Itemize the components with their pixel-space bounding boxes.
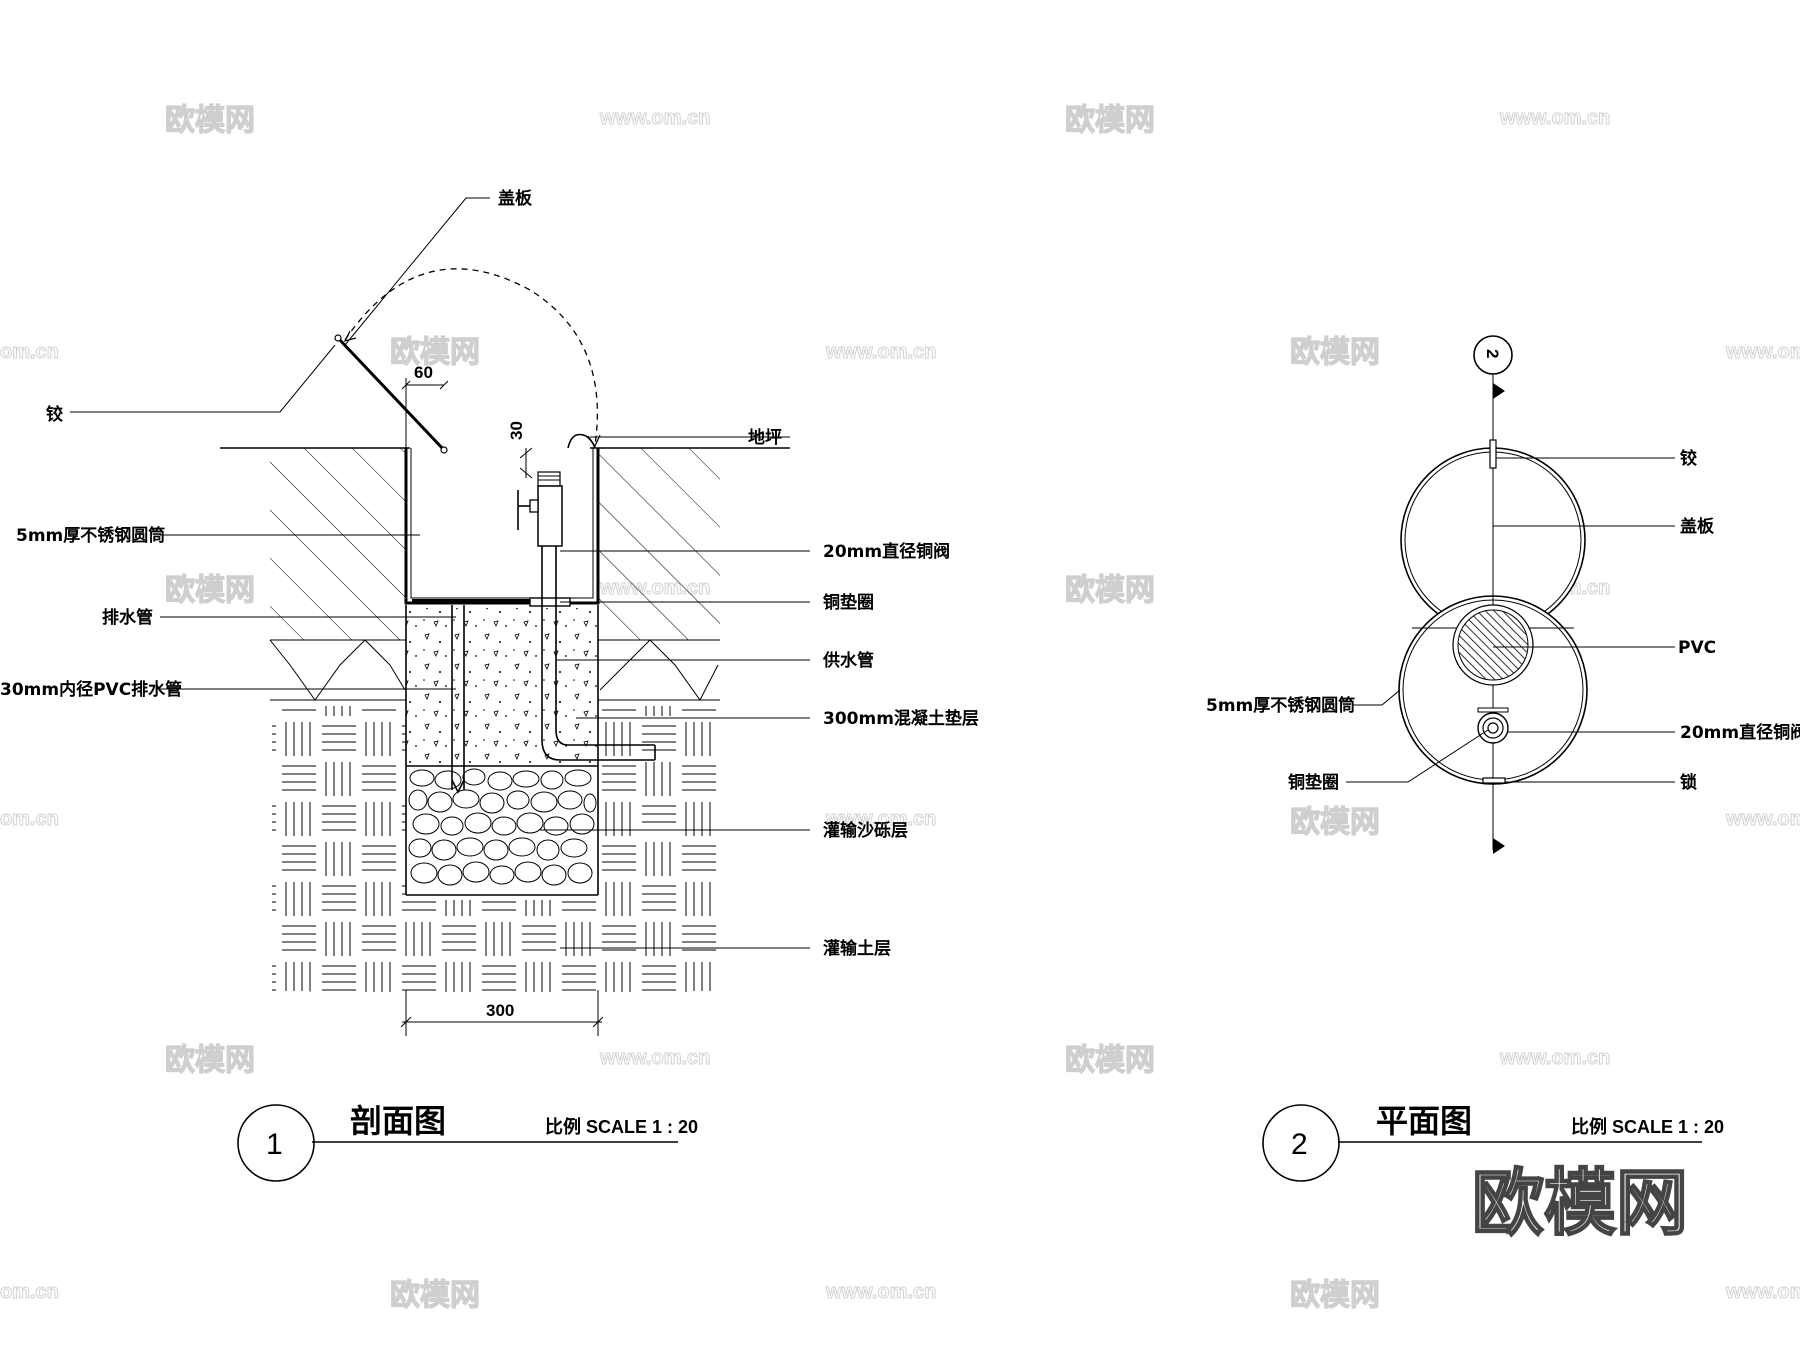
gravel-layer [408,768,597,886]
watermark-url: om.cn [0,1281,59,1303]
label-drain: 排水管 [102,607,153,628]
watermark-url: www.om.cn [825,1281,936,1303]
watermark-url: www.om.cn [599,1047,710,1069]
plan-label-lock: 锁 [1680,772,1697,793]
watermark-brand: 欧模网 [1290,1278,1380,1313]
label-concrete: 300mm混凝土垫层 [823,708,979,729]
watermark-url: om.cn [0,808,59,830]
plan-scale: 比例 SCALE 1 : 20 [1571,1116,1724,1137]
watermark-url: www.om.cn [599,107,710,129]
valve-plan [1477,712,1509,744]
section-marker-number: 2 [1483,349,1502,358]
watermark-url: www.om.cn [1725,1281,1800,1303]
plan-title: 平面图 [1376,1102,1472,1140]
plan-drawing: 2 铰 盖板 PVC 5 [1206,335,1800,854]
plan-label-hinge: 铰 [1680,448,1697,469]
steel-tube [404,448,600,605]
section-scale: 比例 SCALE 1 : 20 [545,1116,698,1137]
title-number-circle [237,1104,315,1182]
section-drawing: 60 30 300 盖板 铰 地坪 5mm厚不锈钢圆筒 20mm直径铜阀 排水 [0,188,979,1036]
dim-300: 300 [486,1001,514,1020]
watermark-brand: 欧模网 [1290,805,1380,840]
watermark-url: www.om.cn [1725,341,1800,363]
plan-label-valve: 20mm直径铜阀 [1680,722,1800,743]
watermark-brand: 欧模网 [1290,335,1380,370]
watermark-brand: 欧模网 [1065,1043,1155,1078]
dim-30: 30 [507,421,526,440]
watermark-url: www.om.cn [825,808,936,830]
dim-60: 60 [414,363,433,382]
label-soil: 灌输土层 [823,938,891,959]
label-cover: 盖板 [498,188,533,209]
watermark-brand: 欧模网 [165,1043,255,1078]
copper-valve [517,471,563,547]
label-steel-tube: 5mm厚不锈钢圆筒 [16,525,165,546]
leader [70,344,336,413]
ground-hatch-left [270,448,406,640]
base-plate [412,599,532,604]
watermark-url: www.om.cn [1499,107,1610,129]
label-valve: 20mm直径铜阀 [823,541,950,562]
brand-logo: 欧模网 [1472,1161,1688,1245]
watermark-brand: 欧模网 [1065,103,1155,138]
watermark-brand: 欧模网 [165,103,255,138]
watermark-brand: 欧模网 [390,335,480,370]
title-number: 1 [266,1128,283,1161]
label-supply: 供水管 [822,650,874,671]
plan-label-steel-tube: 5mm厚不锈钢圆筒 [1206,695,1355,716]
supply-pipe [541,739,655,761]
section-title: 剖面图 [350,1102,446,1140]
label-washer: 铜垫圈 [823,592,874,613]
plan-label-washer: 铜垫圈 [1288,772,1339,793]
label-ground: 地坪 [748,427,782,448]
section-title-block: 1 剖面图 比例 SCALE 1 : 20 [237,1102,698,1182]
watermark-brand: 欧模网 [1065,573,1155,608]
cover-rim [567,433,596,449]
ground-hatch-right [598,448,720,640]
label-gravel: 灌输沙砾层 [823,820,908,841]
watermark-brand: 欧模网 [390,1278,480,1313]
plan-number: 2 [1291,1128,1308,1161]
soil-hatch-bottom [310,900,690,992]
watermark-url: www.om.cn [825,341,936,363]
watermark-url: www.om.cn [1725,808,1800,830]
zigzag-layer [269,639,406,701]
lock-plan [1482,777,1506,784]
leader [344,197,490,346]
plan-number-circle [1262,1104,1340,1182]
cover-swing-arc [344,268,598,446]
plan-label-pvc: PVC [1678,638,1716,658]
leader [1352,689,1401,706]
watermark-url: om.cn [0,341,59,363]
cover-plate [336,336,446,452]
label-pvc-drain: 30mm内径PVC排水管 [0,679,182,700]
concrete-layer [406,608,598,766]
hinge-plan [1489,439,1497,469]
label-hinge: 铰 [46,404,63,425]
watermark-url: www.om.cn [1499,1047,1610,1069]
leader [1346,729,1489,783]
plan-title-block: 2 平面图 比例 SCALE 1 : 20 [1262,1102,1724,1182]
watermark-brand: 欧模网 [165,573,255,608]
zigzag-layer [599,639,719,701]
plan-label-cover: 盖板 [1680,516,1715,537]
